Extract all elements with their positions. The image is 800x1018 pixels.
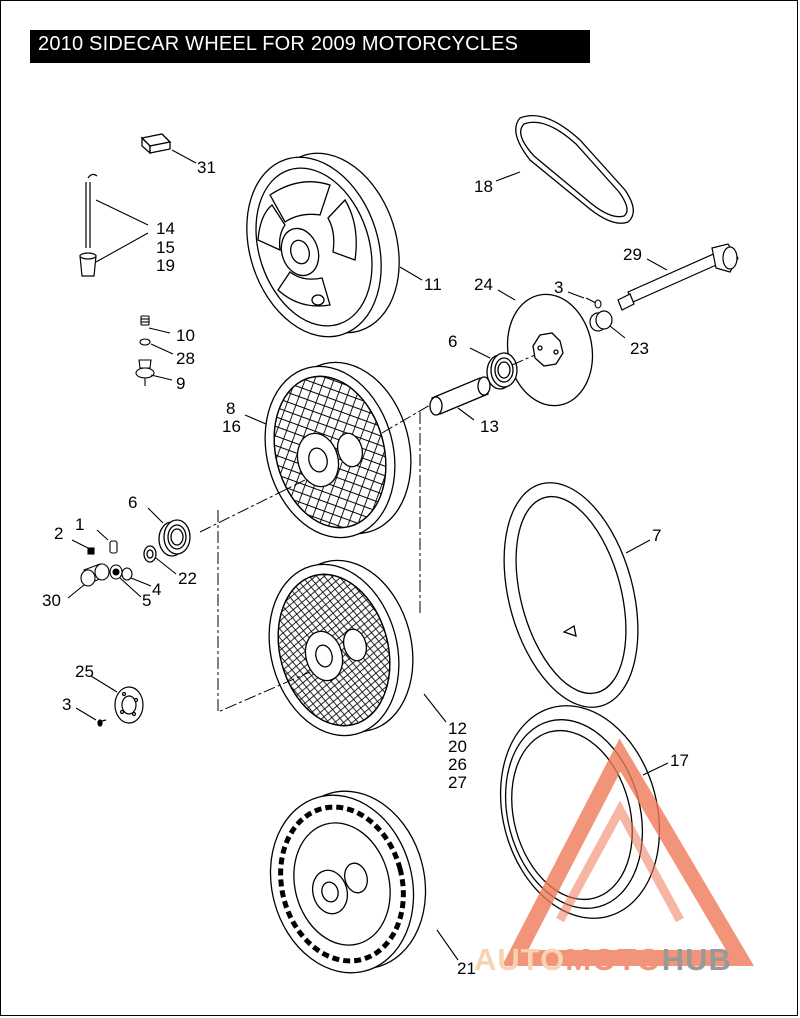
callout-24: 24 — [474, 275, 493, 294]
tire-part — [499, 705, 661, 919]
watermark-moto: MOTO — [565, 942, 661, 977]
screw-part — [585, 297, 602, 309]
callout-25: 25 — [75, 662, 94, 681]
callout-21: 21 — [457, 959, 476, 978]
callout-20: 20 — [448, 737, 467, 756]
spoked-wheel-part — [264, 361, 412, 539]
assembly-centerlines — [199, 354, 536, 713]
inner-tube-part — [503, 482, 639, 708]
callout-11: 11 — [424, 275, 442, 294]
callout-15: 15 — [156, 238, 175, 257]
drive-belt-part — [515, 114, 634, 224]
callout-2: 2 — [54, 524, 63, 543]
callout-12: 12 — [448, 719, 467, 738]
callout-17: 17 — [670, 751, 689, 770]
callout-26: 26 — [448, 755, 467, 774]
callout-13: 13 — [480, 417, 499, 436]
callout-14: 14 — [156, 219, 175, 238]
cast-disc-wheel-part — [246, 152, 400, 338]
callout-3-left: 3 — [62, 695, 71, 714]
callout-3-top: 3 — [554, 278, 563, 297]
callout-7: 7 — [652, 526, 661, 545]
callout-5: 5 — [142, 591, 151, 610]
watermark-auto: AUTO — [474, 942, 565, 977]
spoke-part — [79, 173, 98, 277]
callout-6-left: 6 — [128, 493, 137, 512]
left-wheel-bearing-part — [143, 519, 191, 563]
sprocket-disc-part — [506, 293, 594, 407]
valve-stem-parts — [135, 315, 155, 386]
spacer-part — [589, 310, 613, 332]
svg-text:AUTOMOTOHUB: AUTOMOTOHUB — [474, 942, 732, 977]
axle-spacer-tube-part — [429, 376, 491, 416]
callout-23: 23 — [630, 339, 649, 358]
hub-hardware-parts — [80, 540, 133, 587]
callout-numbers: 31 14 15 19 11 18 29 24 3 23 6 10 28 9 8… — [42, 158, 689, 978]
watermark-logo: AUTOMOTOHUB — [474, 738, 755, 977]
callout-9: 9 — [176, 374, 185, 393]
callout-6-top: 6 — [448, 332, 457, 351]
callout-31: 31 — [197, 158, 216, 177]
callout-19: 19 — [156, 256, 175, 275]
title-bar: 2010 SIDECAR WHEEL FOR 2009 MOTORCYCLES — [30, 30, 590, 63]
axle-part — [617, 243, 739, 311]
page-title: 2010 SIDECAR WHEEL FOR 2009 MOTORCYCLES — [38, 33, 519, 55]
laced-wheel-part — [268, 559, 414, 737]
callout-29: 29 — [623, 245, 642, 264]
callout-4: 4 — [152, 580, 161, 599]
slotted-wheel-part — [269, 790, 427, 974]
wheel-bearing-part — [486, 352, 518, 390]
callout-18: 18 — [474, 177, 493, 196]
callout-27: 27 — [448, 773, 467, 792]
callout-1: 1 — [75, 515, 84, 534]
callout-22: 22 — [178, 569, 197, 588]
brake-disc-part — [97, 686, 144, 727]
callout-10: 10 — [176, 326, 195, 345]
wheel-weight-part — [140, 133, 172, 155]
callout-8: 8 — [226, 399, 235, 418]
callout-16: 16 — [222, 417, 241, 436]
callout-leaders — [67, 149, 669, 961]
callout-30: 30 — [42, 591, 61, 610]
watermark-hub: HUB — [662, 942, 732, 977]
callout-28: 28 — [176, 349, 195, 368]
